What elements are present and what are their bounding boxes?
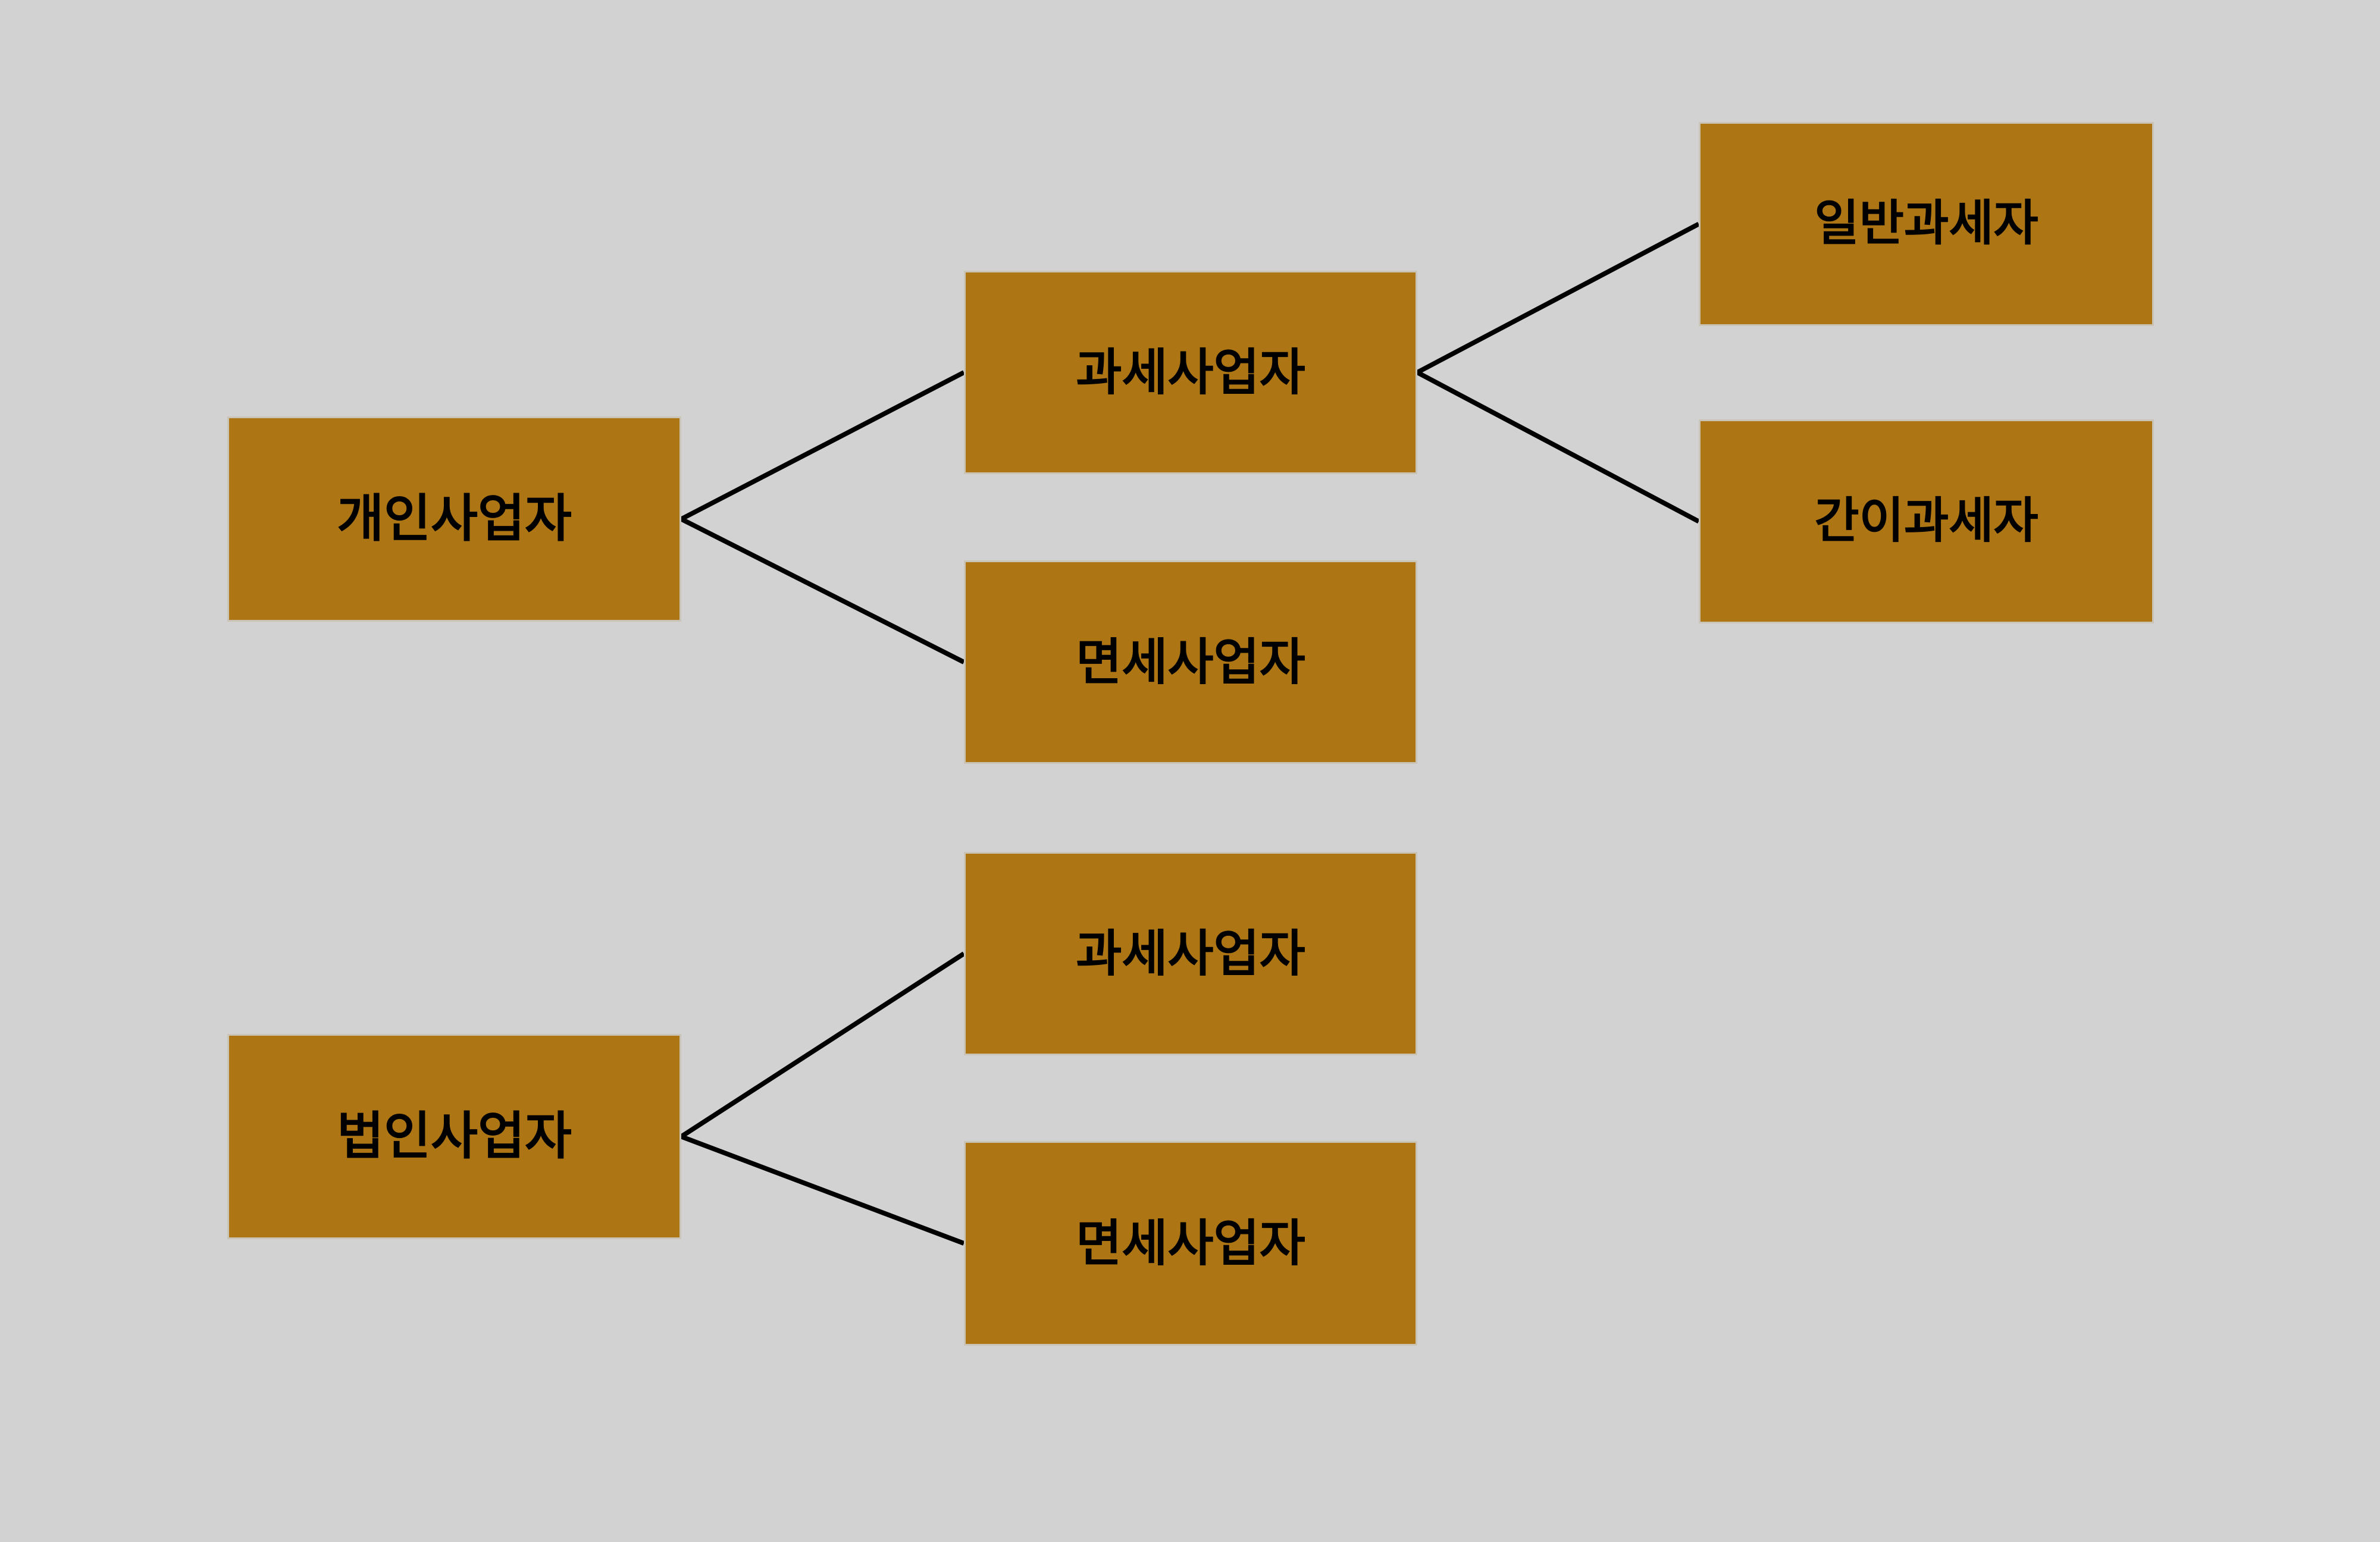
node-label-general-taxpayer: 일반과세자	[1814, 196, 2038, 251]
edge-corporate-to-exempt	[680, 1134, 965, 1246]
node-corporate-tax-exempt-business[interactable]: 면세사업자	[964, 1141, 1417, 1346]
node-label-corporate-taxable-business: 과세사업자	[1076, 925, 1305, 982]
node-individual-tax-exempt-business[interactable]: 면세사업자	[964, 560, 1417, 764]
node-label-individual-business: 개인사업자	[337, 490, 572, 548]
edge-individual-to-taxable	[680, 370, 965, 522]
node-corporate-taxable-business[interactable]: 과세사업자	[964, 852, 1417, 1055]
edge-corporate-to-taxable	[679, 951, 966, 1139]
node-individual-taxable-business[interactable]: 과세사업자	[964, 271, 1417, 474]
edge-taxable-to-simplified	[1416, 370, 1700, 524]
node-label-simplified-taxpayer: 간이과세자	[1814, 494, 2038, 549]
node-general-taxpayer[interactable]: 일반과세자	[1699, 122, 2154, 326]
node-corporate-business[interactable]: 법인사업자	[227, 1034, 681, 1239]
edge-taxable-to-general	[1416, 221, 1700, 375]
node-individual-business[interactable]: 개인사업자	[227, 416, 681, 622]
node-label-individual-tax-exempt-business: 면세사업자	[1076, 634, 1305, 690]
node-label-corporate-business: 법인사업자	[337, 1108, 572, 1165]
edge-individual-to-exempt	[680, 516, 965, 665]
node-simplified-taxpayer[interactable]: 간이과세자	[1699, 419, 2154, 623]
node-label-corporate-tax-exempt-business: 면세사업자	[1076, 1215, 1305, 1271]
node-label-individual-taxable-business: 과세사업자	[1076, 344, 1305, 400]
